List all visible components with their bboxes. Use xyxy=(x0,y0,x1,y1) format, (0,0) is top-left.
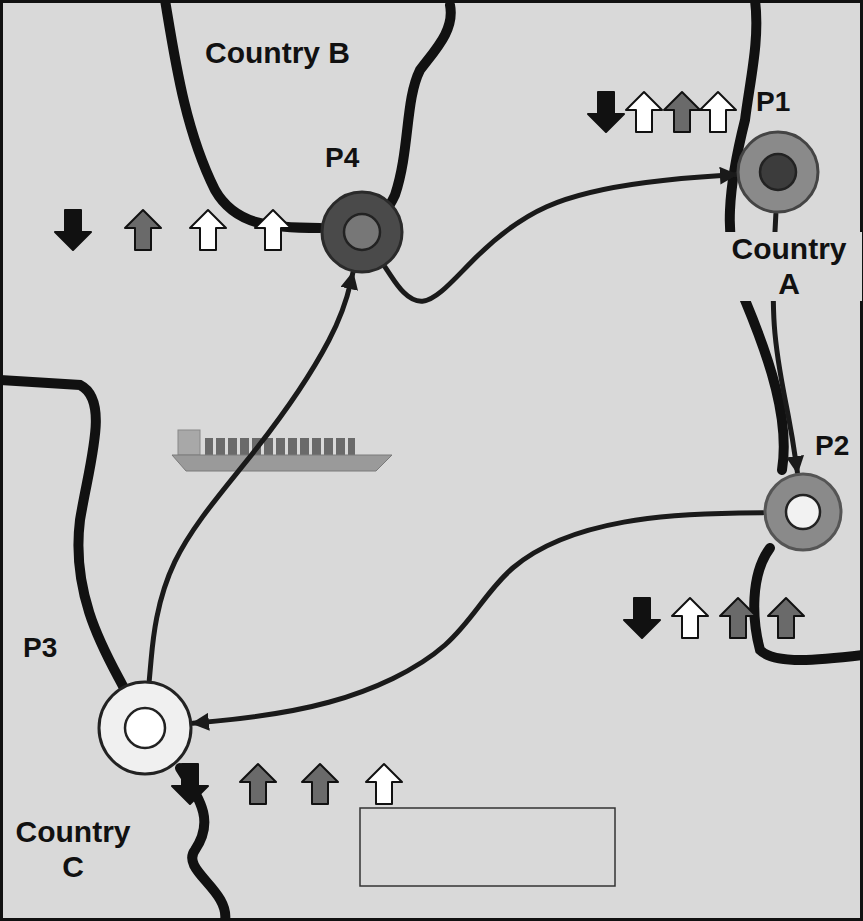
country-label: Country C xyxy=(4,815,142,884)
port-core xyxy=(760,154,796,190)
up-arrow xyxy=(720,598,756,638)
shipping-route xyxy=(149,273,353,680)
port-symbol xyxy=(736,130,820,214)
up-arrow xyxy=(125,210,161,250)
up-arrow xyxy=(626,92,662,132)
up-arrow xyxy=(672,598,708,638)
port-core xyxy=(786,495,820,529)
port-core xyxy=(125,708,165,748)
port-ring xyxy=(99,682,191,774)
trade-arrows xyxy=(55,92,804,804)
down-arrow xyxy=(588,92,624,132)
country-b-border xyxy=(165,0,320,228)
port-symbol xyxy=(763,472,843,552)
country-label: Country A xyxy=(716,232,862,301)
port-circle: P1 xyxy=(736,130,820,214)
port-circle: P2 xyxy=(763,472,843,552)
port-ring xyxy=(765,474,841,550)
up-arrow xyxy=(255,210,291,250)
up-arrow xyxy=(190,210,226,250)
up-arrow xyxy=(240,764,276,804)
up-arrow xyxy=(700,92,736,132)
port-circle: P3 xyxy=(97,680,193,776)
up-arrow xyxy=(366,764,402,804)
country-b-border xyxy=(370,5,451,225)
up-arrow xyxy=(664,92,700,132)
down-arrow xyxy=(55,210,91,250)
ship-icon xyxy=(172,430,392,471)
port-circle: P4 xyxy=(320,190,404,274)
port-symbol xyxy=(97,680,193,776)
ship-containers xyxy=(205,438,355,455)
port-label: P4 xyxy=(325,144,359,172)
country-label: Country B xyxy=(202,36,353,71)
port-label: P2 xyxy=(815,432,849,460)
shipping-route xyxy=(193,513,763,724)
up-arrow xyxy=(768,598,804,638)
port-symbol xyxy=(320,190,404,274)
ship-hull xyxy=(172,455,392,471)
up-arrow xyxy=(302,764,338,804)
port-ring xyxy=(322,192,402,272)
country-a-border xyxy=(754,548,863,660)
down-arrow xyxy=(172,764,208,804)
empty-box xyxy=(360,808,615,886)
port-label: P3 xyxy=(23,634,57,662)
country-c-border xyxy=(0,380,125,690)
ship-bridge xyxy=(178,430,200,455)
port-label: P1 xyxy=(756,88,790,116)
down-arrow xyxy=(624,598,660,638)
port-ring xyxy=(738,132,818,212)
port-core xyxy=(344,214,380,250)
shipping-route xyxy=(385,175,736,302)
